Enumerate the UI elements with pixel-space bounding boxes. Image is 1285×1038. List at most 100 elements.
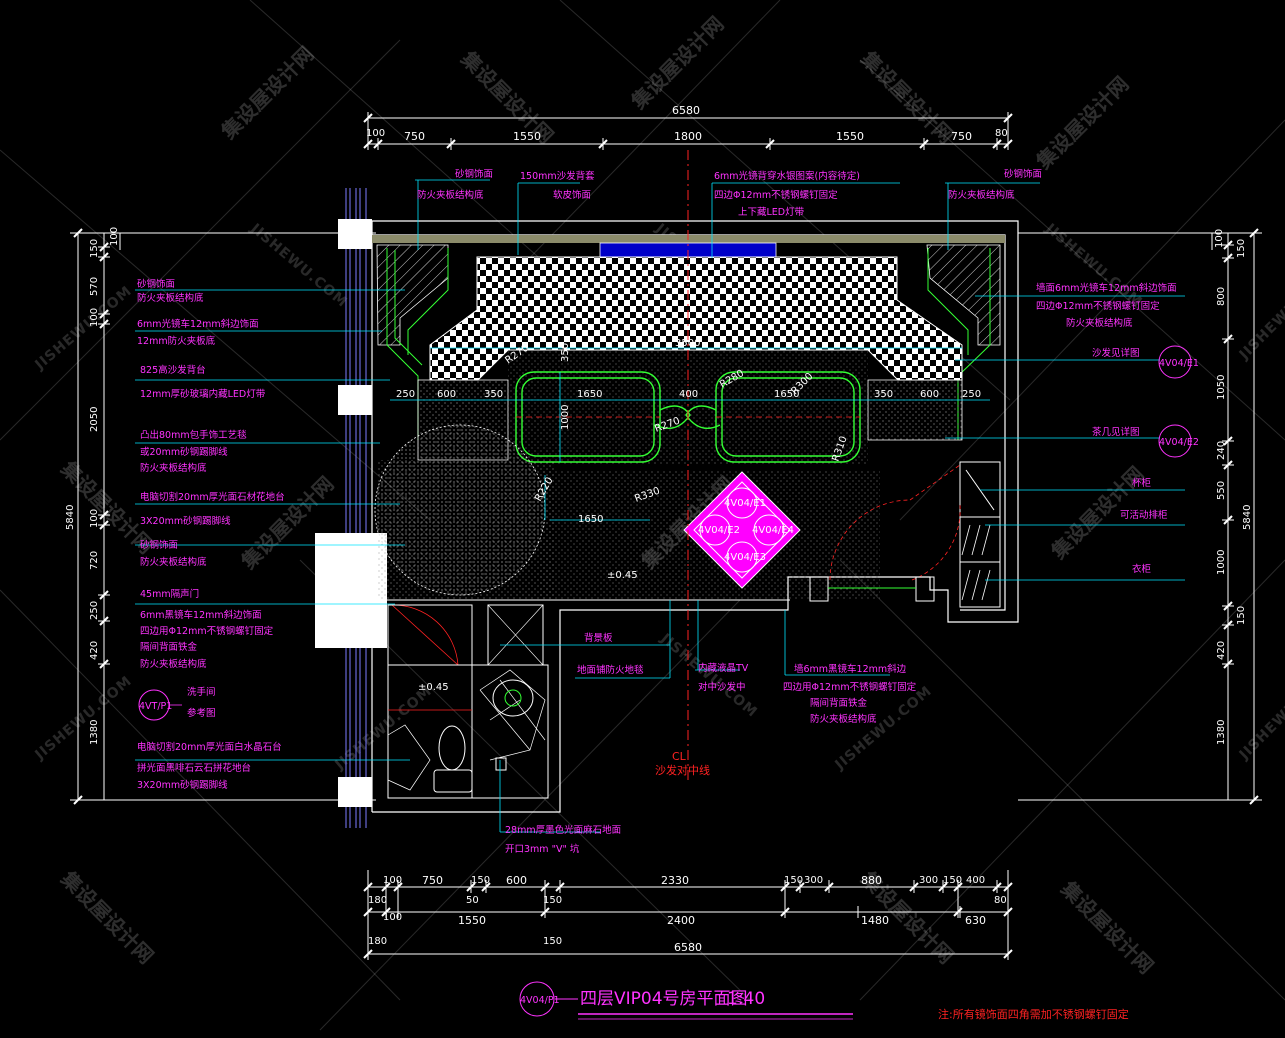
title-text: 四层VIP04号房平面图 bbox=[580, 989, 748, 1009]
label-left-13: 防火夹板结构底 bbox=[140, 556, 207, 568]
right-dim-2: 150 bbox=[1236, 239, 1247, 258]
label-left-3: 6mm光镜车12mm斜边饰面 bbox=[137, 318, 259, 330]
label-right-5: 茶几见详图 bbox=[1092, 426, 1140, 438]
exterior-window bbox=[315, 188, 387, 828]
left-dim-10: 1380 bbox=[89, 720, 100, 745]
watermark-en-4: JISHEWU.COM bbox=[1042, 220, 1146, 311]
door-jambs bbox=[809, 576, 935, 602]
bottom-r2-3: 150 bbox=[543, 895, 562, 906]
label-top-2: 防火夹板结构底 bbox=[417, 189, 484, 201]
watermark-en-9: JISHEWU.COM bbox=[1236, 666, 1285, 764]
bottom-r1-7: 300 bbox=[804, 875, 823, 886]
label-left-7: 凸出80mm包手饰工艺毯 bbox=[140, 429, 247, 441]
left-dim-3: 570 bbox=[89, 277, 100, 296]
label-right-7: 可活动排柜 bbox=[1120, 509, 1168, 521]
watermark-en-7: JISHEWU.COM bbox=[657, 630, 761, 721]
label-top-5: 6mm光镜背穿水银图案(内容待定) bbox=[714, 170, 860, 182]
cl-code: CL bbox=[672, 750, 687, 763]
bath-ref-code: 4VT/P1 bbox=[139, 701, 172, 712]
elev-marker-e4: 4V04/E4 bbox=[752, 525, 794, 536]
bottom-r3-2: 1550 bbox=[458, 914, 486, 927]
label-left-17: 隔间背面铁金 bbox=[140, 641, 198, 653]
watermark-cn-12: 集设屋设计网 bbox=[1056, 876, 1159, 979]
label-left-19: 洗手间 bbox=[187, 686, 216, 698]
bottom-r1-6: 150 bbox=[784, 875, 803, 886]
label-left-23: 3X20mm砂钢踢脚线 bbox=[137, 779, 228, 791]
title-symbol: 4V04/P1 bbox=[520, 995, 560, 1006]
column-block-3 bbox=[315, 533, 387, 648]
bathroom bbox=[387, 604, 549, 799]
label-bottom-3: 内藏液晶TV bbox=[698, 662, 749, 674]
left-corner-hatch bbox=[376, 244, 449, 346]
bottom-dim-overall: 6580 bbox=[674, 941, 702, 954]
label-left-4: 12mm防火夹板底 bbox=[137, 335, 216, 347]
top-dim-overall: 6580 bbox=[672, 104, 700, 117]
bottom-r1-9: 300 bbox=[919, 875, 938, 886]
label-left-1: 砂钢饰面 bbox=[137, 278, 175, 290]
watermark-cn-8: 集设屋设计网 bbox=[456, 46, 559, 149]
section-marker-right-2: 4V04/E2 bbox=[1158, 424, 1199, 458]
room-dim-400: 400 bbox=[679, 389, 698, 400]
room-level-2: ±0.45 bbox=[418, 682, 449, 693]
room-dim-1650c: 1650 bbox=[578, 514, 603, 525]
bottom-r1-2: 750 bbox=[422, 874, 443, 887]
door-swings bbox=[829, 464, 961, 581]
right-dim-6: 550 bbox=[1216, 481, 1227, 500]
label-left-12: 砂钢饰面 bbox=[140, 539, 178, 551]
right-dimensions bbox=[1018, 228, 1262, 805]
label-bottom-6: 四边用Φ12mm不锈钢螺钉固定 bbox=[783, 681, 917, 693]
bottom-r1-4: 600 bbox=[506, 874, 527, 887]
top-dim-2: 750 bbox=[404, 130, 425, 143]
label-left-15: 6mm黑镜车12mm斜边饰面 bbox=[140, 609, 262, 621]
bottom-dimensions bbox=[363, 870, 1013, 960]
left-dim-2: 100 bbox=[109, 227, 120, 246]
right-dim-8: 150 bbox=[1236, 606, 1247, 625]
label-bottom-4: 对中沙发中 bbox=[698, 681, 746, 693]
bottom-r2-4: 80 bbox=[994, 895, 1007, 906]
top-dim-1: 100 bbox=[366, 128, 385, 139]
column-block-1 bbox=[338, 219, 372, 249]
label-left-9: 防火夹板结构底 bbox=[140, 462, 207, 474]
label-left-11: 3X20mm砂钢踢脚线 bbox=[140, 515, 231, 527]
watermark-cn-10: 集设屋设计网 bbox=[56, 866, 159, 969]
room-dim-600a: 600 bbox=[437, 389, 456, 400]
label-right-2: 四边Φ12mm不锈钢螺钉固定 bbox=[1036, 300, 1160, 312]
bottom-r1-5: 2330 bbox=[661, 874, 689, 887]
right-corner-hatch bbox=[926, 244, 1001, 346]
label-right-8: 衣柜 bbox=[1132, 563, 1152, 575]
watermark-cn-2: 集设屋设计网 bbox=[626, 12, 729, 115]
label-left-14: 45mm隔声门 bbox=[140, 588, 199, 600]
label-top-1: 砂钢饰面 bbox=[455, 168, 493, 180]
bottom-r1-3: 150 bbox=[471, 875, 490, 886]
label-right-4: 沙发见详图 bbox=[1092, 347, 1140, 359]
elev-marker-e1: 4V04/E1 bbox=[724, 498, 766, 509]
watermark-en-2: JISHEWU.COM bbox=[247, 220, 351, 311]
right-dim-5: 240 bbox=[1216, 441, 1227, 460]
room-dim-3500: 3500 bbox=[675, 338, 700, 349]
left-dimensions bbox=[70, 228, 376, 805]
bathroom-door-swing bbox=[391, 604, 459, 666]
room-level-1: ±0.45 bbox=[607, 570, 638, 581]
right-dim-1: 100 bbox=[1214, 229, 1225, 248]
bottom-r1-10: 150 bbox=[943, 875, 962, 886]
room-dim-1650a: 1650 bbox=[577, 389, 602, 400]
bottom-r1-8: 880 bbox=[861, 874, 882, 887]
label-bottom-8: 防火夹板结构底 bbox=[810, 713, 877, 725]
column-block-4 bbox=[338, 777, 372, 807]
label-top-4: 软皮饰面 bbox=[553, 189, 591, 201]
right-dim-7: 1000 bbox=[1216, 550, 1227, 575]
label-top-6: 四边Φ12mm不锈钢螺钉固定 bbox=[714, 189, 838, 201]
room-dim-250a: 250 bbox=[396, 389, 415, 400]
label-right-1: 墙面6mm光镜车12mm斜边饰面 bbox=[1036, 282, 1177, 294]
room-dim-1000: 1000 bbox=[560, 405, 571, 430]
label-bottom-5: 墙6mm黑镜车12mm斜边 bbox=[794, 663, 907, 675]
elev-marker-e2: 4V04/E2 bbox=[698, 525, 740, 536]
label-bottom-10: 开口3mm "V" 坑 bbox=[505, 843, 580, 855]
room-dim-600b: 600 bbox=[920, 389, 939, 400]
label-left-8: 或20mm砂钢踢脚线 bbox=[140, 446, 228, 458]
label-bottom-9: 28mm厚墨色光面麻石地面 bbox=[505, 824, 621, 836]
top-dimensions bbox=[363, 112, 1013, 150]
bottom-r1-11: 400 bbox=[966, 875, 985, 886]
right-cabinets bbox=[959, 461, 1001, 608]
